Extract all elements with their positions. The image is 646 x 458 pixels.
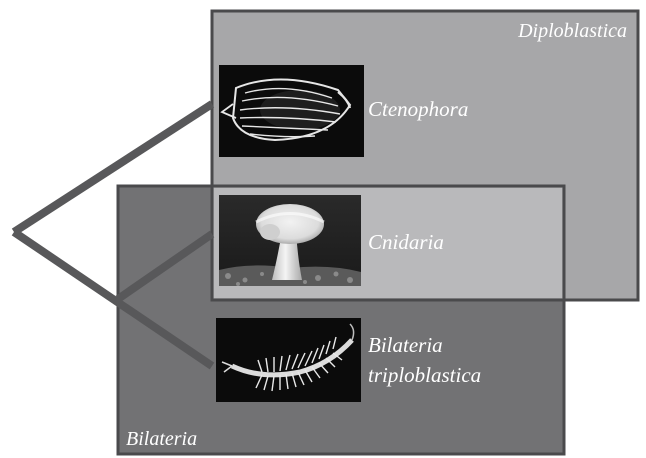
ctenophora-label: Ctenophora	[368, 97, 468, 121]
bilateria-group-label: Bilateria	[126, 428, 197, 450]
bilateria-taxon-label-line2: triploblastica	[368, 363, 481, 387]
bilateria-taxon-label-line1: Bilateria	[368, 333, 443, 357]
ctenophora-photo	[219, 65, 364, 157]
cnidaria-photo	[219, 195, 361, 286]
diploblastica-label: Diploblastica	[517, 20, 627, 42]
bilateria-photo	[216, 318, 361, 402]
cnidaria-label: Cnidaria	[368, 230, 444, 254]
